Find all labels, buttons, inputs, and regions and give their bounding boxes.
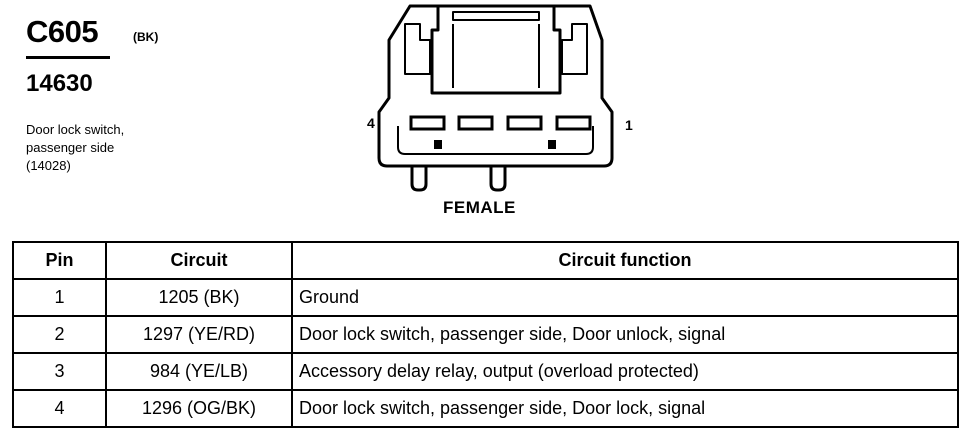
column-header-circuit: Circuit xyxy=(105,241,293,280)
function-cell: Door lock switch, passenger side, Door l… xyxy=(291,389,959,428)
pinout-table: Pin Circuit Circuit function 1 1205 (BK)… xyxy=(12,241,959,428)
part-number: 14630 xyxy=(26,70,93,97)
table-row: 3 984 (YE/LB) Accessory delay relay, out… xyxy=(12,352,959,391)
pin-cell: 3 xyxy=(12,352,107,391)
latch-right-arm xyxy=(561,23,588,75)
table-row: 2 1297 (YE/RD) Door lock switch, passeng… xyxy=(12,315,959,354)
latch-left-arm xyxy=(404,23,431,75)
circuit-cell: 1296 (OG/BK) xyxy=(105,389,293,428)
pin-cavity-1 xyxy=(555,115,592,131)
mount-post-right xyxy=(489,166,507,192)
connector-description: Door lock switch, passenger side (14028) xyxy=(26,121,124,175)
polarization-key-right xyxy=(548,140,556,149)
header-rule xyxy=(26,56,110,59)
latch-divider xyxy=(452,24,540,88)
description-line-1: Door lock switch, xyxy=(26,122,125,137)
connector-code: C605 xyxy=(26,14,99,49)
column-header-function: Circuit function xyxy=(291,241,959,280)
mount-post-left xyxy=(410,166,428,192)
table-row: 4 1296 (OG/BK) Door lock switch, passeng… xyxy=(12,389,959,428)
polarization-key-left xyxy=(434,140,442,149)
connector-color: (BK) xyxy=(133,30,159,44)
description-line-3: (14028) xyxy=(26,158,71,173)
pin-label-left: 4 xyxy=(367,115,375,131)
function-cell: Door lock switch, passenger side, Door u… xyxy=(291,315,959,354)
pin-label-right: 1 xyxy=(625,117,633,133)
function-cell: Ground xyxy=(291,278,959,317)
circuit-cell: 1297 (YE/RD) xyxy=(105,315,293,354)
pin-cell: 2 xyxy=(12,315,107,354)
pin-cavity-3 xyxy=(457,115,494,131)
pin-cavity-2 xyxy=(506,115,543,131)
latch-inner xyxy=(452,11,540,21)
connector-outline xyxy=(377,4,614,168)
pin-cell: 4 xyxy=(12,389,107,428)
connector-inner-shell xyxy=(397,126,594,155)
connector-face-diagram: 4 1 xyxy=(367,4,633,192)
table-header-row: Pin Circuit Circuit function xyxy=(12,241,959,280)
connector-gender: FEMALE xyxy=(443,198,516,217)
table-row: 1 1205 (BK) Ground xyxy=(12,278,959,317)
function-cell: Accessory delay relay, output (overload … xyxy=(291,352,959,391)
circuit-cell: 1205 (BK) xyxy=(105,278,293,317)
latch-outer xyxy=(430,6,562,95)
circuit-cell: 984 (YE/LB) xyxy=(105,352,293,391)
pin-cavity-4 xyxy=(409,115,446,131)
description-line-2: passenger side xyxy=(26,140,115,155)
pin-cell: 1 xyxy=(12,278,107,317)
column-header-pin: Pin xyxy=(12,241,107,280)
